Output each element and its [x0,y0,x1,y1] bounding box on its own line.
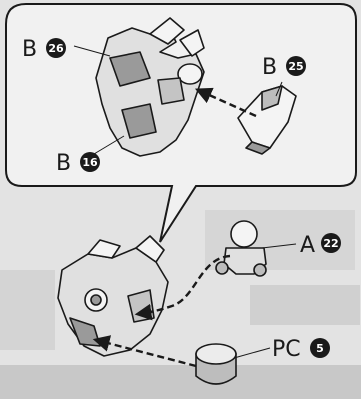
label-pc5-badge [310,338,330,358]
part-b26-fin [149,17,185,45]
part-b16-shade [121,103,157,139]
part-b25 [237,85,297,155]
part-b26-shade [109,51,151,87]
arrow-pc5-to-assembly [92,335,197,368]
lower-assembly [57,235,169,357]
label-a22: A 22 [300,233,341,258]
part-b16-detail [157,77,185,105]
arrow-a22-to-assembly [134,254,231,321]
label-b16-badge [80,152,100,172]
callout-main-assembly [95,17,205,157]
label-b26: B 26 [22,37,66,62]
label-b16-number: 16 [82,156,98,169]
label-pc5: PC 5 [272,337,330,362]
label-a22-letter: A [300,233,315,258]
label-b26-number: 26 [48,42,64,55]
leader-pc5 [233,347,271,359]
label-b25-letter: B [262,55,277,80]
leader-a22 [261,243,297,249]
label-b25-badge [286,56,306,76]
leader-b26 [73,45,111,57]
part-joint-socket [177,63,203,85]
leader-b25 [275,81,283,97]
label-a22-badge [321,233,341,253]
label-b26-badge [46,38,66,58]
label-b16: B 16 [56,151,100,176]
label-pc5-number: 5 [316,342,324,355]
part-b26-top [179,29,205,57]
part-pc5 [195,343,237,385]
label-a22-number: 22 [323,237,338,250]
background-shading [0,210,361,399]
label-b16-letter: B [56,151,71,176]
label-b25-number: 25 [288,60,303,73]
label-b25: B 25 [262,55,306,80]
leader-b16 [93,135,125,155]
label-pc5-letter: PC [272,337,301,362]
label-b26-letter: B [22,37,37,62]
